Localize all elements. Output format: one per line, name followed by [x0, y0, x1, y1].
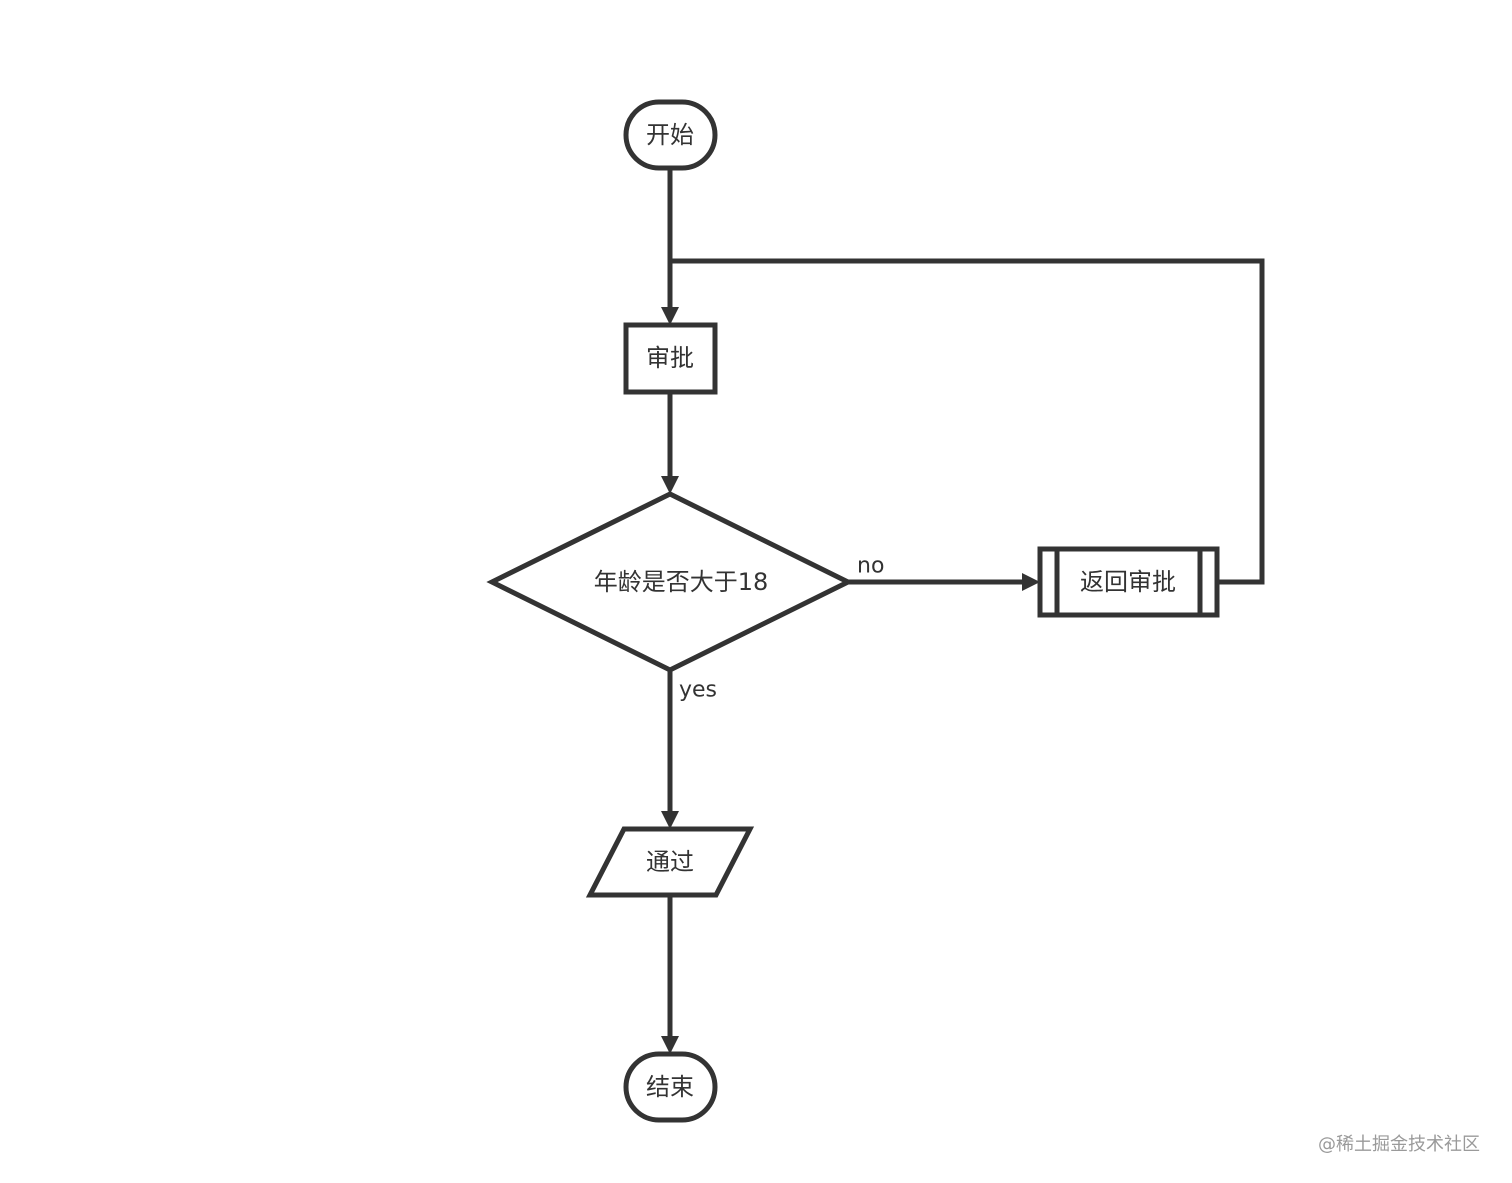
node-decision: 年龄是否大于18: [486, 491, 854, 673]
review-label: 审批: [646, 344, 694, 372]
return-review-label: 返回审批: [1080, 568, 1176, 596]
arrowhead-end-top: [661, 1036, 679, 1054]
start-terminator-shape: [623, 99, 718, 171]
edge-loop-back-to-review: [670, 258, 1265, 585]
node-return-review: 返回审批: [1037, 546, 1220, 618]
start-label: 开始: [646, 121, 694, 149]
arrowhead-review-top: [661, 307, 679, 325]
pass-label: 通过: [646, 848, 694, 876]
return-review-shape: [1037, 546, 1220, 618]
end-terminator-shape: [623, 1051, 718, 1123]
node-start: 开始: [623, 99, 718, 171]
end-label: 结束: [646, 1073, 694, 1101]
decision-diamond-shape: [486, 491, 854, 673]
watermark-text: @稀土掘金技术社区: [1318, 1134, 1480, 1155]
node-end: 结束: [623, 1051, 718, 1123]
arrowhead-return-review: [1022, 573, 1040, 591]
review-process-shape: [623, 322, 718, 395]
edge-label-yes: yes: [679, 678, 717, 703]
pass-data-shape: [585, 826, 755, 898]
node-review: 审批: [623, 322, 718, 395]
arrowhead-pass-top: [661, 811, 679, 829]
decision-label: 年龄是否大于18: [594, 568, 769, 596]
node-pass: 通过: [585, 826, 755, 898]
edge-label-no: no: [857, 554, 884, 579]
arrowhead-decision-top: [661, 476, 679, 494]
